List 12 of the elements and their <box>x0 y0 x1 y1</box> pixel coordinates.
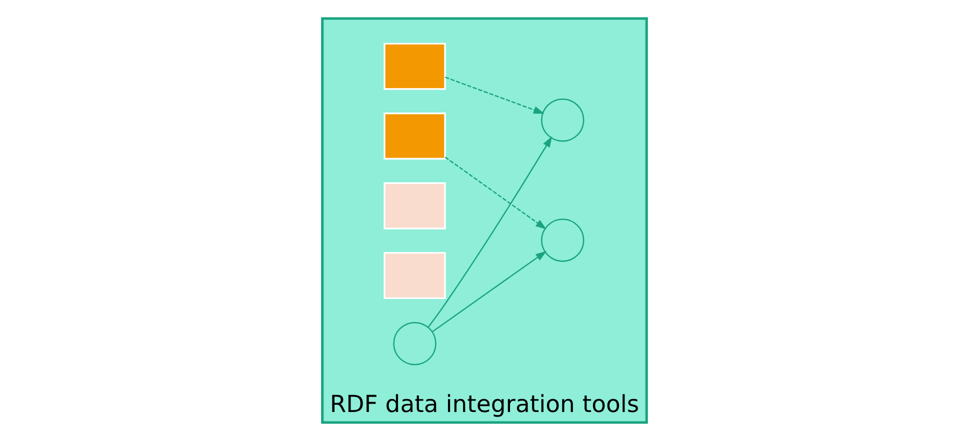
node-circle <box>540 98 584 142</box>
node-box <box>383 112 446 160</box>
node-box <box>383 182 446 230</box>
node-circle <box>392 322 436 366</box>
node-circle <box>540 218 584 262</box>
arrow <box>444 156 546 230</box>
arrow <box>432 251 546 332</box>
cluster: RDF data integration tools <box>320 17 648 424</box>
node-box <box>383 252 446 300</box>
arrow <box>444 76 544 114</box>
node-box <box>383 42 446 90</box>
arrow <box>427 136 552 328</box>
